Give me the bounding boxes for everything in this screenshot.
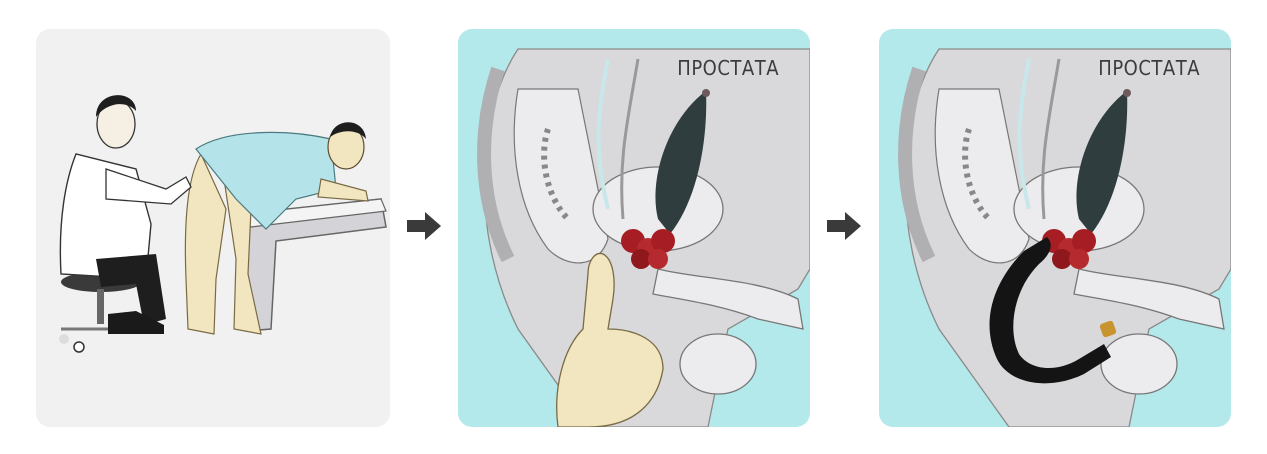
anatomy-finger-panel: ПРОСТАТА xyxy=(458,29,810,427)
gland-cluster xyxy=(621,229,675,269)
finger xyxy=(556,252,664,427)
exam-illustration xyxy=(59,95,387,353)
arrow-right-icon xyxy=(407,211,441,241)
patient-legs xyxy=(184,152,227,335)
patient-shirt xyxy=(195,131,337,230)
anatomy-massager-panel: ПРОСТАТА xyxy=(879,29,1231,427)
massager-tip xyxy=(1099,320,1117,338)
anatomy-finger-illustration xyxy=(477,48,810,427)
prostate-label: ПРОСТАТА xyxy=(677,56,779,80)
testicle xyxy=(679,333,757,395)
prostate-highlight xyxy=(655,91,707,234)
prostate-massager xyxy=(989,237,1111,384)
anatomy-massager-illustration xyxy=(898,48,1231,427)
testicle xyxy=(1100,333,1178,395)
arrow-right-icon xyxy=(827,211,861,241)
prostate-highlight xyxy=(1076,91,1128,234)
exam-panel xyxy=(36,29,390,427)
prostate-label: ПРОСТАТА xyxy=(1098,56,1200,80)
